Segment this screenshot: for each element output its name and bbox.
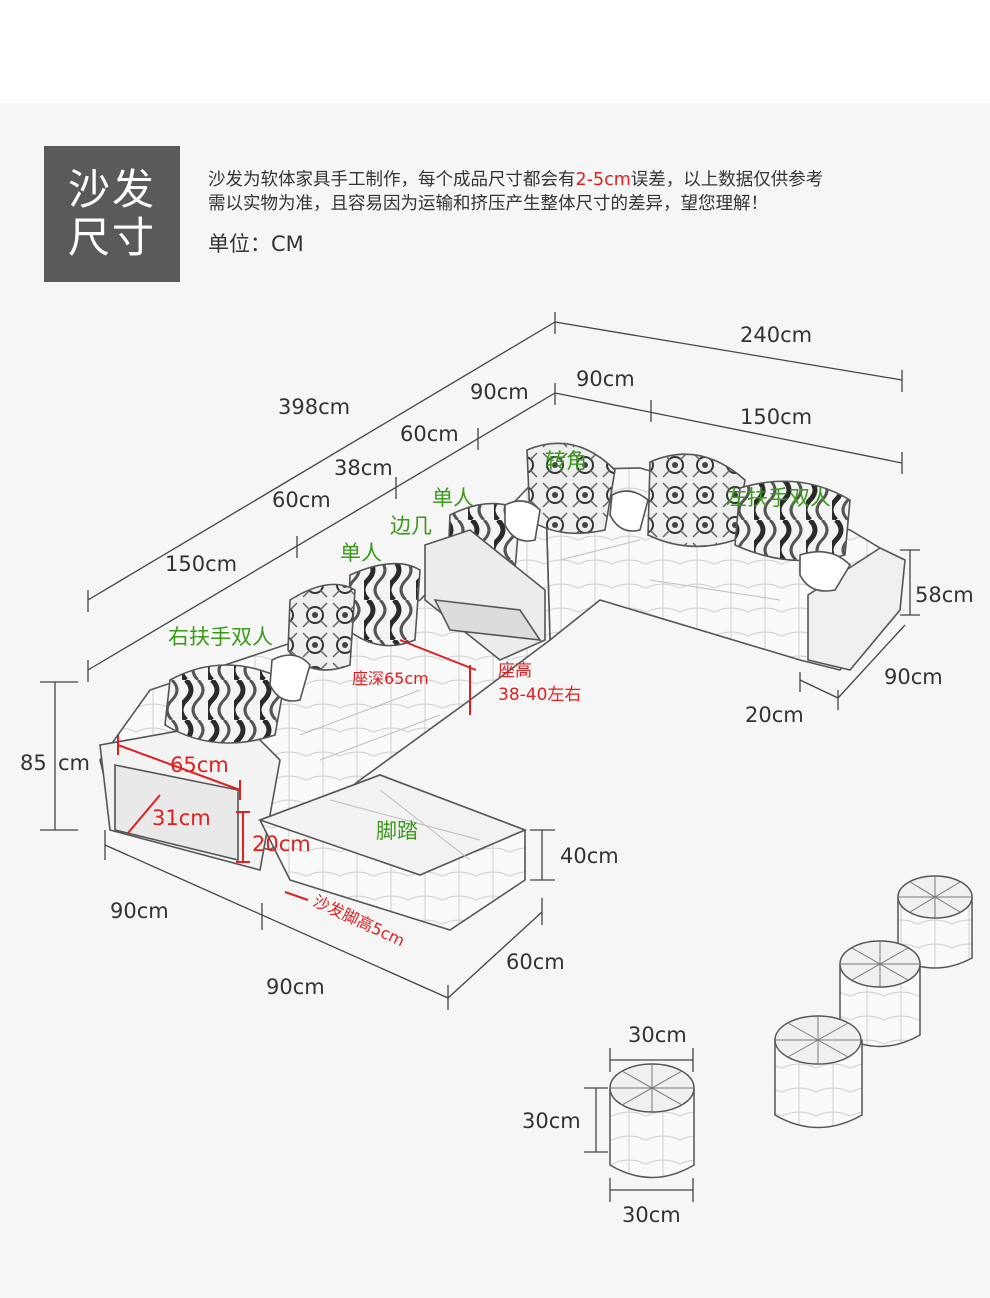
notice-line2: 需以实物为准，且容易因为运输和挤压产生整体尺寸的差异，望您理解！ — [208, 194, 768, 214]
dim-stool-width: 60cm — [506, 950, 565, 974]
top-band — [0, 0, 990, 103]
dim-left-total: 398cm — [278, 395, 350, 419]
dim-left-side-table: 38cm — [334, 456, 393, 480]
notice-text-a: 沙发为软体家具手工制作，每个成品尺寸都会有 — [208, 170, 576, 190]
dim-seat-depth: 座深65cm — [352, 669, 429, 688]
dim-left-single2: 60cm — [272, 488, 331, 512]
dim-shelf-depth: 31cm — [152, 806, 211, 830]
label-left-loveseat: 左扶手双人 — [726, 486, 831, 510]
dim-seat-height-label: 座高 — [498, 661, 532, 681]
dim-front-depth: 90cm — [110, 899, 169, 923]
dim-left-loveseat: 150cm — [165, 552, 237, 576]
ottoman-far — [897, 875, 973, 969]
dim-left-single1: 60cm — [400, 422, 459, 446]
label-single-front: 单人 — [340, 541, 382, 565]
dim-total-height-unit: cm — [58, 751, 90, 775]
label-footstool: 脚踏 — [376, 819, 418, 843]
dim-left-corner: 90cm — [470, 380, 529, 404]
label-right-loveseat: 右扶手双人 — [168, 625, 273, 649]
notice-text-b: 误差，以上数据仅供参考 — [630, 170, 824, 190]
label-side-table: 边几 — [390, 514, 432, 538]
dim-back-corner: 90cm — [576, 367, 635, 391]
dim-stool-length: 90cm — [266, 975, 325, 999]
ottoman-measured — [609, 1063, 695, 1179]
red-measure-lines — [117, 639, 477, 901]
dim-arm-depth: 65cm — [170, 753, 229, 777]
dim-ottoman-height: 30cm — [522, 1109, 581, 1133]
dim-right-arm: 20cm — [745, 703, 804, 727]
size-notice: 沙发为软体家具手工制作，每个成品尺寸都会有2-5cm误差，以上数据仅供参考 需以… — [208, 168, 968, 216]
dim-back-left-seat: 150cm — [740, 405, 812, 429]
dim-right-height: 58cm — [915, 583, 974, 607]
dim-back-total: 240cm — [740, 323, 812, 347]
sofa-sketch — [99, 442, 906, 931]
dim-stool-height: 40cm — [560, 844, 619, 868]
dimension-labels: 240cm 90cm 150cm 398cm 90cm 60cm 38cm 60… — [20, 323, 974, 1227]
unit-label: 单位：CM — [208, 232, 304, 256]
dim-total-height: 85 — [20, 751, 47, 775]
ottoman-near — [774, 1015, 863, 1129]
ottoman-middle — [839, 940, 921, 1048]
dimension-lines — [40, 312, 920, 1202]
ottoman-group — [609, 875, 973, 1179]
label-corner: 转角 — [545, 449, 587, 473]
component-labels: 转角 单人 边几 单人 左扶手双人 右扶手双人 脚踏 — [168, 449, 831, 843]
dim-seat-height-value: 38-40左右 — [498, 685, 581, 705]
dim-right-depth: 90cm — [884, 665, 943, 689]
dim-shelf-height: 20cm — [252, 832, 311, 856]
notice-line1: 沙发为软体家具手工制作，每个成品尺寸都会有2-5cm误差，以上数据仅供参考 — [208, 168, 968, 192]
section-title-line2: 尺寸 — [67, 213, 156, 262]
section-title-box: 沙发 尺寸 — [44, 146, 180, 282]
label-single-back: 单人 — [432, 486, 474, 510]
dim-ottoman-bottom: 30cm — [622, 1203, 681, 1227]
dim-ottoman-top: 30cm — [628, 1023, 687, 1047]
tolerance-highlight: 2-5cm — [575, 170, 631, 190]
section-title-line1: 沙发 — [67, 165, 156, 214]
